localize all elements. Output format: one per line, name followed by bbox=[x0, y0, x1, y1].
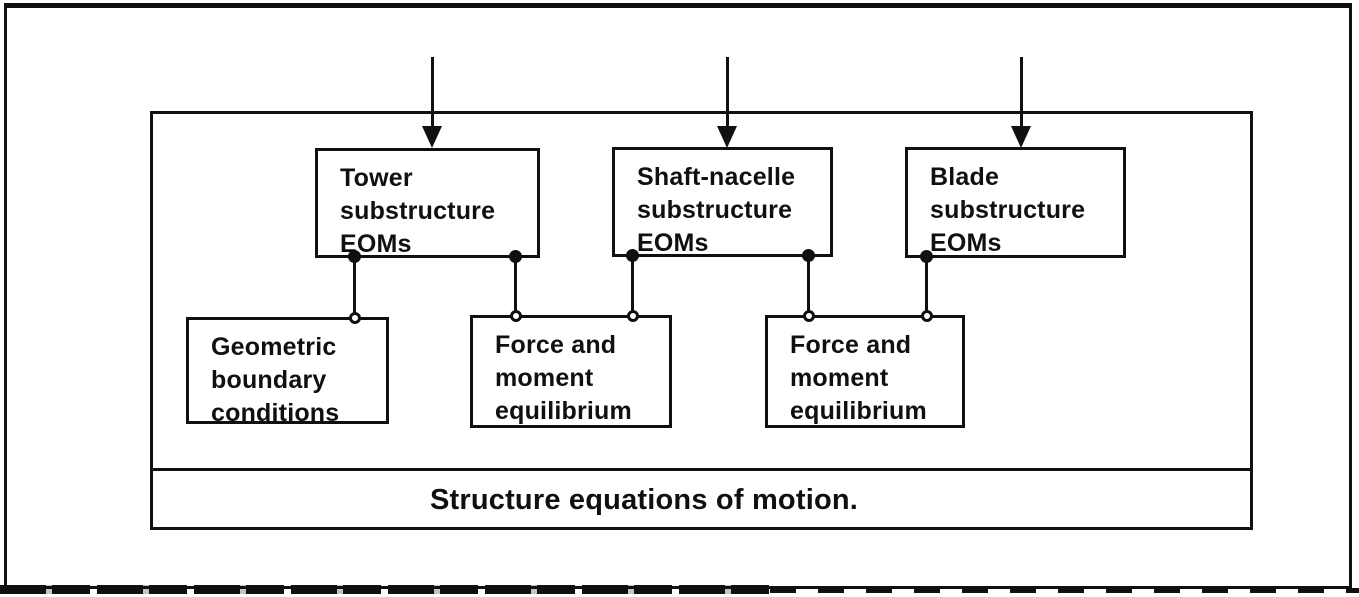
connector-dot-shaft-left bbox=[626, 249, 639, 262]
connector-shaft-force2 bbox=[807, 255, 810, 318]
box-shaft-nacelle-substructure-eoms: Shaft-nacelle substructure EOMs bbox=[612, 147, 833, 257]
connector-ring-geometric bbox=[349, 312, 361, 324]
connector-dot-blade-left bbox=[920, 250, 933, 263]
scan-artifact-bottom-right bbox=[770, 588, 1359, 593]
connector-blade-force2 bbox=[925, 256, 928, 318]
structure-eom-container bbox=[150, 111, 1253, 530]
connector-ring-force1-right bbox=[627, 310, 639, 322]
box-force-moment-equilibrium-2: Force and moment equilibrium bbox=[765, 315, 965, 428]
connector-dot-shaft-right bbox=[802, 249, 815, 262]
input-arrow-head-shaft-nacelle bbox=[717, 126, 737, 148]
input-arrow-head-tower bbox=[422, 126, 442, 148]
box-tower-substructure-eoms: Tower substructure EOMs bbox=[315, 148, 540, 258]
connector-dot-tower-left bbox=[348, 250, 361, 263]
scan-artifact-bottom-left bbox=[0, 585, 770, 594]
connector-ring-force2-left bbox=[803, 310, 815, 322]
input-arrow-line-shaft-nacelle bbox=[726, 57, 729, 129]
container-divider-line bbox=[150, 468, 1253, 471]
box-blade-substructure-eoms: Blade substructure EOMs bbox=[905, 147, 1126, 258]
connector-ring-force1-left bbox=[510, 310, 522, 322]
input-arrow-head-blade bbox=[1011, 126, 1031, 148]
box-geometric-boundary-conditions: Geometric boundary conditions bbox=[186, 317, 389, 427]
connector-shaft-force1 bbox=[631, 255, 634, 318]
input-arrow-line-blade bbox=[1020, 57, 1023, 129]
container-title: Structure equations of motion. bbox=[429, 483, 859, 516]
connector-dot-tower-right bbox=[509, 250, 522, 263]
connector-ring-force2-right bbox=[921, 310, 933, 322]
input-arrow-line-tower bbox=[431, 57, 434, 129]
box-force-moment-equilibrium-1: Force and moment equilibrium bbox=[470, 315, 672, 428]
connector-tower-geometric bbox=[353, 256, 356, 320]
connector-tower-force1 bbox=[514, 256, 517, 318]
